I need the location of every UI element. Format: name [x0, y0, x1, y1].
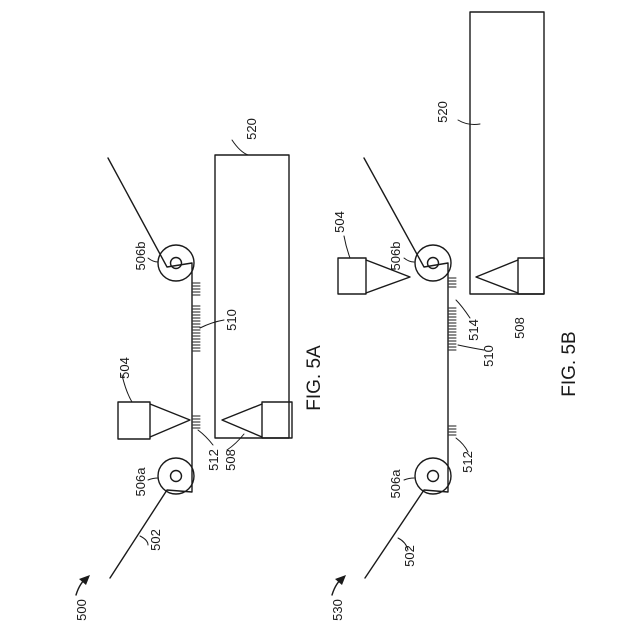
label-530: 530	[330, 599, 345, 621]
label-520: 520	[244, 118, 259, 140]
marks-514	[449, 278, 456, 287]
marks-512-5b	[449, 426, 456, 435]
marks-upper	[193, 283, 200, 295]
label-506b: 506b	[133, 242, 148, 271]
label-506a: 506a	[133, 467, 148, 497]
marks-510	[193, 306, 200, 351]
label-512-5b: 512	[460, 451, 475, 473]
label-520-5b: 520	[435, 101, 450, 123]
label-504-5b: 504	[332, 211, 347, 233]
label-500: 500	[74, 599, 89, 621]
label-508: 508	[223, 449, 238, 471]
leaders-5b	[344, 120, 484, 550]
figure-5a-title: FIG. 5A	[304, 345, 325, 411]
label-506a-5b: 506a	[388, 469, 403, 499]
marks-510-5b	[449, 308, 456, 350]
figure-5a: 520 506b 510 504 FIG. 5A 512 508 506a 50…	[74, 118, 325, 621]
arrow-500	[76, 575, 90, 595]
label-510-5b: 510	[481, 345, 496, 367]
figure-5b: 520 504 506b 514 508 510 FIG. 5B 512 506…	[330, 12, 580, 621]
print-head-504	[118, 402, 190, 439]
arrow-530	[332, 575, 346, 595]
label-506b-5b: 506b	[388, 242, 403, 271]
label-510: 510	[224, 309, 239, 331]
label-504: 504	[117, 357, 132, 379]
roller-506a-5b	[415, 458, 451, 494]
label-508-5b: 508	[512, 317, 527, 339]
web-502-path-5b	[364, 158, 448, 578]
label-514: 514	[466, 319, 481, 341]
unit-520-5b	[470, 12, 544, 294]
unit-520	[215, 155, 289, 438]
label-512: 512	[206, 449, 221, 471]
roller-506a	[158, 458, 194, 494]
figure-5b-title: FIG. 5B	[559, 331, 580, 396]
label-502: 502	[148, 529, 163, 551]
label-502-5b: 502	[402, 545, 417, 567]
marks-512	[193, 416, 200, 428]
device-508-5b	[476, 258, 544, 294]
device-508	[222, 402, 292, 438]
